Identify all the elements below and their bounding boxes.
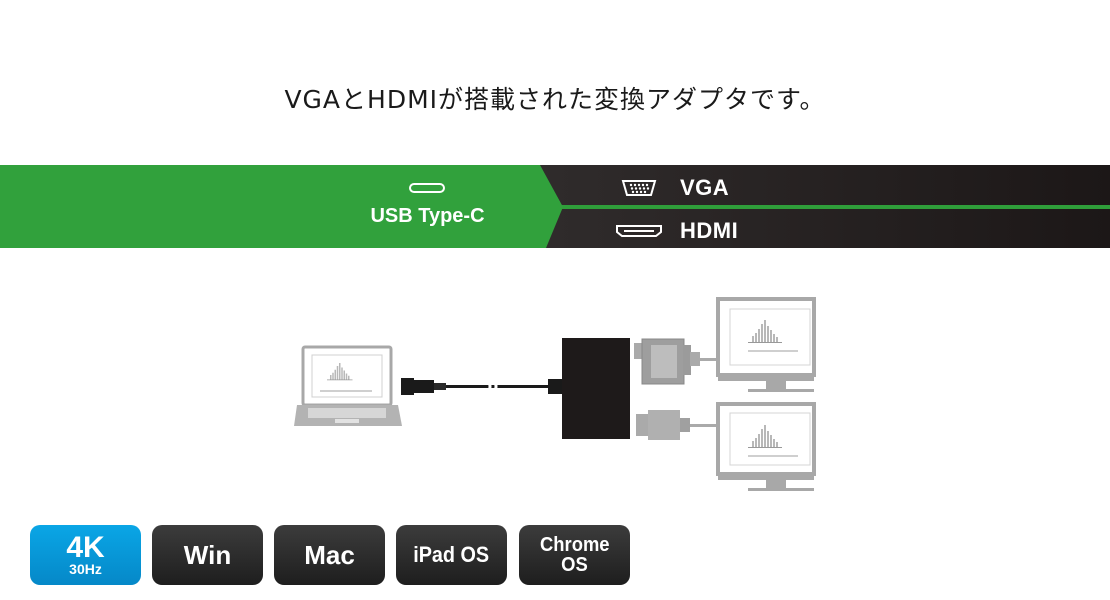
usb-c-port-icon [409, 183, 445, 193]
hdmi-label: HDMI [680, 218, 739, 243]
badge-chrome-os: Chrome OS [519, 525, 630, 585]
usb-c-cable [401, 378, 562, 395]
badge-ipad-os-label: iPad OS [413, 542, 490, 567]
vga-cable [634, 338, 718, 385]
hdmi-cable [636, 410, 718, 440]
badge-mac-label: Mac [304, 539, 355, 570]
banner-separator [555, 205, 1110, 209]
adapter-illustration [562, 338, 630, 439]
badge-4k-main: 4K [66, 531, 105, 564]
connection-diagram [294, 297, 816, 491]
hdmi-monitor-illustration [716, 402, 816, 491]
badge-chrome-os-line2: OS [561, 554, 588, 576]
badge-4k-30hz: 4K 30Hz [30, 525, 141, 585]
hdmi-port-icon [616, 225, 662, 237]
badge-win: Win [152, 525, 263, 585]
badge-win-label: Win [183, 539, 232, 570]
usb-c-label: USB Type-C [370, 205, 485, 227]
badge-mac: Mac [274, 525, 385, 585]
banner-input-area [0, 165, 563, 248]
vga-monitor-illustration [716, 297, 816, 392]
vga-label: VGA [680, 175, 730, 200]
badge-chrome-os-line1: Chrome [539, 534, 610, 556]
connection-banner: USB Type-C VGA HDMI [0, 165, 1110, 248]
laptop-illustration [294, 345, 402, 426]
vga-port-icon [621, 180, 657, 196]
headline: VGAとHDMIが搭載された変換アダプタです。 [284, 85, 826, 114]
badge-4k-sub: 30Hz [69, 561, 102, 577]
badge-ipad-os: iPad OS [396, 525, 507, 585]
